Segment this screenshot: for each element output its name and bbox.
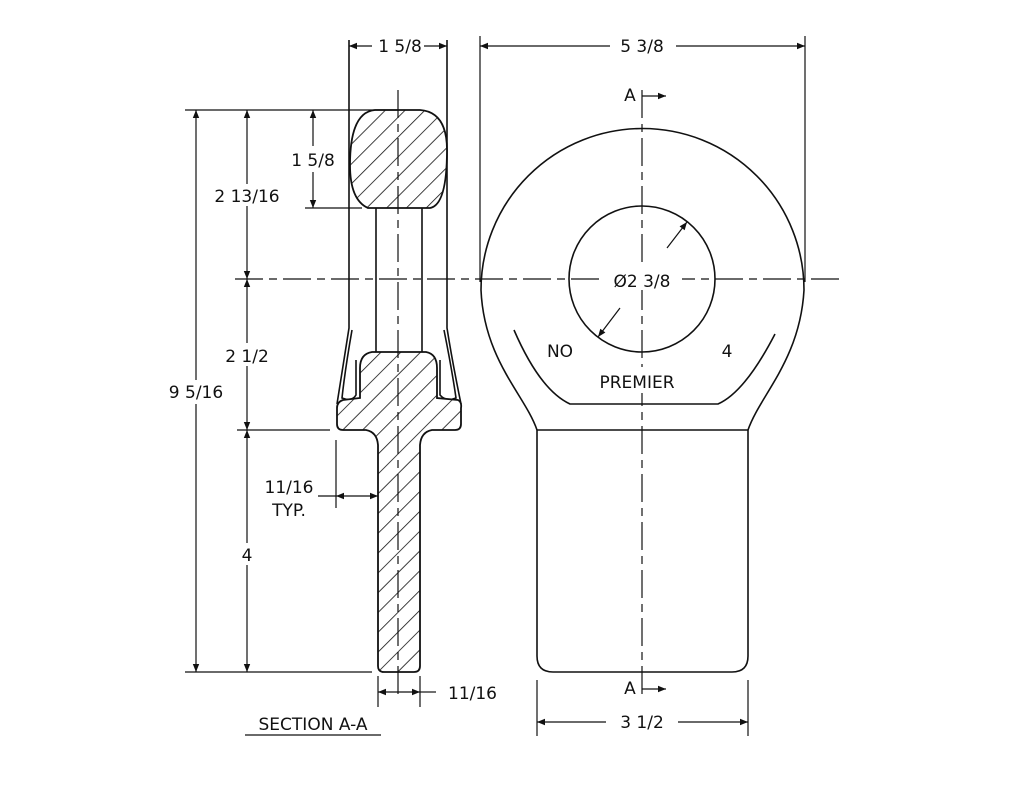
section-title: SECTION A-A <box>259 715 368 735</box>
shank-outline <box>536 429 749 673</box>
body-stem-section <box>336 351 463 673</box>
dim-shoulder: 11/16 <box>265 478 314 498</box>
marking-brand: PREMIER <box>599 373 674 393</box>
section-marker-bottom: A <box>624 679 636 699</box>
label-background <box>604 266 682 290</box>
dim-ball-height: 1 5/8 <box>291 151 335 171</box>
front-view: 5 3/8 Ø2 3/8 NO 4 PREMIER A A 3 1/2 <box>479 36 806 736</box>
dim-stem-length: 4 <box>242 546 253 566</box>
dim-top-width: 1 5/8 <box>378 37 422 57</box>
marking-recess <box>513 329 776 405</box>
section-view: 1 5/8 9 5/16 2 13/16 2 1/2 4 1 5/8 11/16… <box>169 37 845 736</box>
section-marker-top: A <box>624 86 636 106</box>
label-background <box>620 678 638 698</box>
diameter-leader <box>666 221 688 249</box>
label-background <box>582 367 692 393</box>
dim-stem-width: 11/16 <box>448 684 497 704</box>
flare-right <box>439 329 457 401</box>
marking-size: 4 <box>722 342 733 362</box>
label-background <box>620 84 638 104</box>
dim-overall-width: 5 3/8 <box>620 37 664 57</box>
diameter-leader <box>597 307 621 338</box>
dim-shoulder-note: TYP. <box>271 501 306 521</box>
section-outer-left <box>336 40 350 405</box>
dim-hole-diameter: Ø2 3/8 <box>614 272 671 292</box>
dim-overall-height: 9 5/16 <box>169 383 223 403</box>
dim-middle-height: 2 1/2 <box>225 347 269 367</box>
flare-left <box>341 329 357 401</box>
dim-shank-width: 3 1/2 <box>620 713 664 733</box>
marking-no: NO <box>547 342 573 362</box>
section-outer-right <box>446 40 462 405</box>
dim-upper-height: 2 13/16 <box>214 187 279 207</box>
